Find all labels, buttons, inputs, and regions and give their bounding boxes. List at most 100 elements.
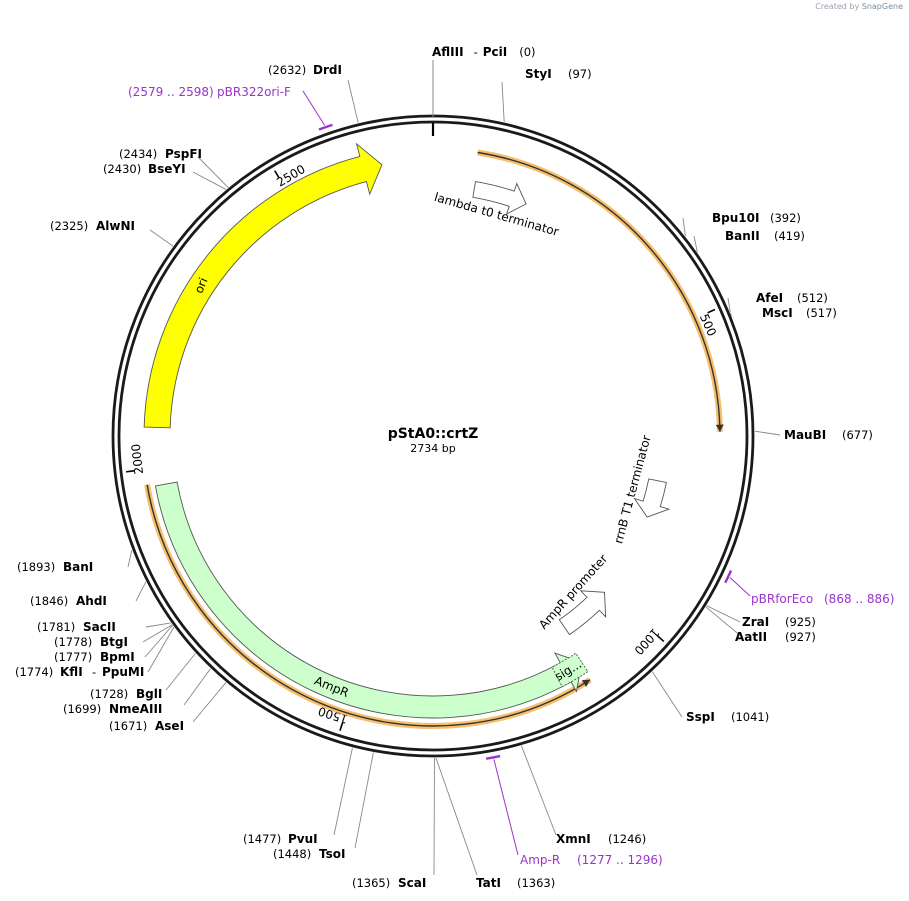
enzyme-name: PspFI	[165, 147, 202, 161]
primer-label-pbrforeco[interactable]: pBRforEco(868 .. 886)	[751, 592, 894, 606]
enzyme-name: NmeAIII	[109, 702, 162, 716]
orf-line	[477, 151, 721, 432]
snapgene-credit: Created by SnapGene	[815, 2, 903, 11]
enzyme-label-pspfi[interactable]: (2434)PspFI	[119, 147, 202, 161]
feature-ampr[interactable]	[154, 481, 583, 719]
enzyme-pos: (677)	[842, 428, 873, 442]
leader-line	[693, 235, 698, 253]
enzyme-label-ahdi[interactable]: (1846)AhdI	[30, 594, 107, 608]
primer-label-amp-r[interactable]: Amp-R(1277 .. 1296)	[520, 853, 663, 867]
enzyme-name: SacII	[83, 620, 116, 634]
enzyme-pos: (1448)	[273, 847, 311, 861]
enzyme-pos: (925)	[785, 615, 816, 629]
enzyme-label-tsoi[interactable]: (1448) TsoI	[273, 847, 345, 861]
enzyme-pos: (512)	[797, 291, 828, 305]
leader-line	[705, 606, 743, 638]
leader-line	[706, 605, 741, 623]
enzyme-label-bani[interactable]: (1893)BanI	[17, 560, 93, 574]
leader-line	[183, 668, 211, 706]
primer-name: pBR322ori-F	[217, 85, 291, 99]
tick-mark	[707, 308, 716, 314]
enzyme-label-asei[interactable]: (1671)AseI	[109, 719, 184, 733]
enzyme-label-pvui[interactable]: (1477)PvuI	[243, 832, 318, 846]
enzyme-label-scai[interactable]: (1365)ScaI	[352, 876, 426, 890]
enzyme-pos: (1893)	[17, 560, 55, 574]
leader-line	[729, 312, 733, 317]
tick-mark	[274, 170, 280, 178]
enzyme-pos: (1728)	[90, 687, 128, 701]
enzyme-name: AfeI	[756, 291, 783, 305]
enzyme-name: BanII	[725, 229, 760, 243]
enzyme-name: BpmI	[100, 650, 135, 664]
enzyme-pos: (927)	[785, 630, 816, 644]
enzyme-label-alwni[interactable]: (2325)AlwNI	[50, 219, 135, 233]
enzyme-name: TsoI	[319, 847, 345, 861]
enzyme-pos: (1774)	[15, 665, 53, 679]
enzyme-label-btgi[interactable]: (1778)BtgI	[54, 635, 128, 649]
tick-mark	[657, 635, 665, 643]
enzyme-label-bpu10i[interactable]: Bpu10I(392)	[712, 211, 801, 225]
primer-arc[interactable]	[724, 570, 733, 584]
enzyme-pos-top: (0)	[519, 45, 535, 59]
enzyme-label-kfli-ppumi[interactable]: (1774)KflI-PpuMI	[15, 665, 144, 679]
leader-line	[754, 430, 781, 436]
enzyme-name: BglI	[136, 687, 162, 701]
leader-line	[682, 217, 686, 237]
primer-arc[interactable]	[318, 123, 333, 131]
enzyme-label-maubi[interactable]: MauBI(677)	[784, 428, 873, 442]
enzyme-label-afei[interactable]: AfeI (512)	[756, 291, 828, 305]
plasmid-name: pStA0::crtZ	[388, 426, 479, 442]
feature-signal-peptide[interactable]	[551, 652, 589, 688]
enzyme-name: ScaI	[398, 876, 426, 890]
enzyme-label-zrai[interactable]: ZraI(925)	[742, 615, 816, 629]
enzyme-label-bpmi[interactable]: (1777)BpmI	[54, 650, 135, 664]
enzyme-pos: (1699)	[63, 702, 101, 716]
enzyme-pos: (2632)	[268, 63, 306, 77]
tick-mark	[125, 470, 135, 473]
enzyme-pos: (1246)	[608, 832, 646, 846]
leader-line	[333, 747, 353, 836]
feature-ampr-promoter[interactable]	[558, 590, 607, 636]
enzyme-label-bseyi[interactable]: (2430)BseYI	[103, 162, 186, 176]
enzyme-label-nmeaiii[interactable]: (1699) NmeAIII	[63, 702, 162, 716]
enzyme-label-styi[interactable]: StyI(97)	[525, 67, 592, 81]
enzyme-label-sacii[interactable]: (1781) SacII	[37, 620, 116, 634]
enzyme-pos: (517)	[806, 306, 837, 320]
leader-line	[142, 624, 173, 643]
feature-ori[interactable]	[143, 142, 383, 429]
enzyme-pos: (1846)	[30, 594, 68, 608]
enzyme-pos: (392)	[770, 211, 801, 225]
enzyme-pos: (1781)	[37, 620, 75, 634]
enzyme-pos: (1041)	[731, 710, 769, 724]
enzyme-pos: (2325)	[50, 219, 88, 233]
enzyme-label-sspi[interactable]: SspI(1041)	[686, 710, 769, 724]
enzyme-label-bgli[interactable]: (1728) BglI	[90, 687, 162, 701]
enzyme-name-afliii: AflIII	[432, 45, 464, 59]
enzyme-pos: (1778)	[54, 635, 92, 649]
enzyme-label-msci[interactable]: MscI (517)	[762, 306, 837, 320]
feature-rrnb-t1-terminator[interactable]	[633, 478, 671, 518]
feature-lambda-t0-terminator[interactable]	[472, 181, 527, 215]
leader-line	[192, 682, 227, 723]
tick-label: 1000	[631, 625, 662, 657]
leader-line	[727, 297, 731, 313]
leader-line	[149, 229, 174, 247]
orf-arcs	[144, 149, 724, 729]
primer-name: pBRforEco	[751, 592, 813, 606]
enzyme-label-drdi[interactable]: (2632)DrdI	[268, 63, 342, 77]
enzyme-label-xmni[interactable]: XmnI(1246)	[556, 832, 646, 846]
primer-arc[interactable]	[485, 754, 501, 760]
enzyme-label-top[interactable]: AflIII-PciI(0)	[432, 45, 536, 59]
orf-line	[146, 484, 591, 727]
enzyme-name: MscI	[762, 306, 793, 320]
leader-line	[147, 626, 175, 673]
leader-line	[127, 549, 133, 568]
enzyme-label-aatii[interactable]: AatII(927)	[735, 630, 816, 644]
enzyme-sep: -	[92, 665, 96, 679]
leader-line	[347, 79, 359, 123]
enzyme-label-tati[interactable]: TatI(1363)	[476, 876, 555, 890]
primer-label-pbr322ori-f[interactable]: (2579 .. 2598)pBR322ori-F	[128, 85, 291, 99]
enzyme-label-banii[interactable]: BanII(419)	[725, 229, 805, 243]
leader-line	[144, 625, 173, 658]
